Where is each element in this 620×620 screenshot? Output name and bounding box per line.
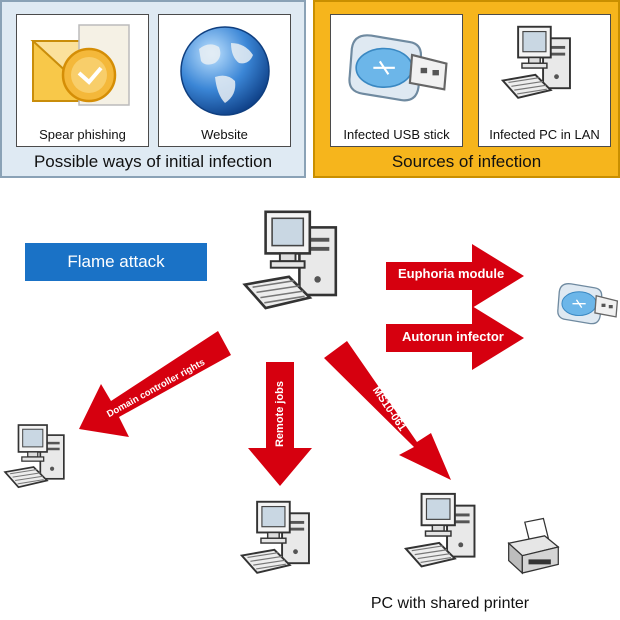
remote-jobs-label: Remote jobs <box>274 381 286 448</box>
sources-of-infection-caption: Sources of infection <box>391 152 542 171</box>
left-pc-icon <box>0 420 84 504</box>
sources-of-infection-panel: Infected USB stick Infected PC in LAN So… <box>313 0 620 178</box>
flame-attack-box: Flame attack <box>25 243 207 281</box>
target-usb-icon <box>554 260 620 350</box>
bottom-pc-icon <box>236 496 332 592</box>
infected-usb-label: Infected USB stick <box>343 127 450 142</box>
autorun-arrow <box>386 306 524 370</box>
initial-infection-panel: Spear phishing Website Possible ways of … <box>0 0 306 178</box>
remote-jobs-arrow <box>248 362 312 486</box>
initial-infection-caption: Possible ways of initial infection <box>33 152 273 171</box>
spear-phishing-label: Spear phishing <box>39 127 126 142</box>
domain-controller-arrow <box>79 331 231 437</box>
printer-icon <box>500 516 562 578</box>
pc-with-shared-printer-caption: PC with shared printer <box>370 595 530 612</box>
outlook-envelope-icon <box>30 24 130 106</box>
globe-icon <box>180 26 270 116</box>
flame-attack-label: Flame attack <box>67 252 165 271</box>
euphoria-arrow <box>386 244 524 308</box>
infected-usb-card: Infected USB stick <box>330 14 463 147</box>
infected-pc-label: Infected PC in LAN <box>489 127 600 142</box>
printer-pc-icon <box>400 488 498 586</box>
euphoria-label: Euphoria module <box>398 266 505 281</box>
spear-phishing-card: Spear phishing <box>16 14 149 147</box>
autorun-label: Autorun infector <box>402 329 504 344</box>
ms10-061-arrow <box>324 341 451 480</box>
website-card: Website <box>158 14 291 147</box>
central-pc-icon <box>232 204 372 334</box>
website-label: Website <box>201 127 248 142</box>
infected-pc-card: Infected PC in LAN <box>478 14 611 147</box>
